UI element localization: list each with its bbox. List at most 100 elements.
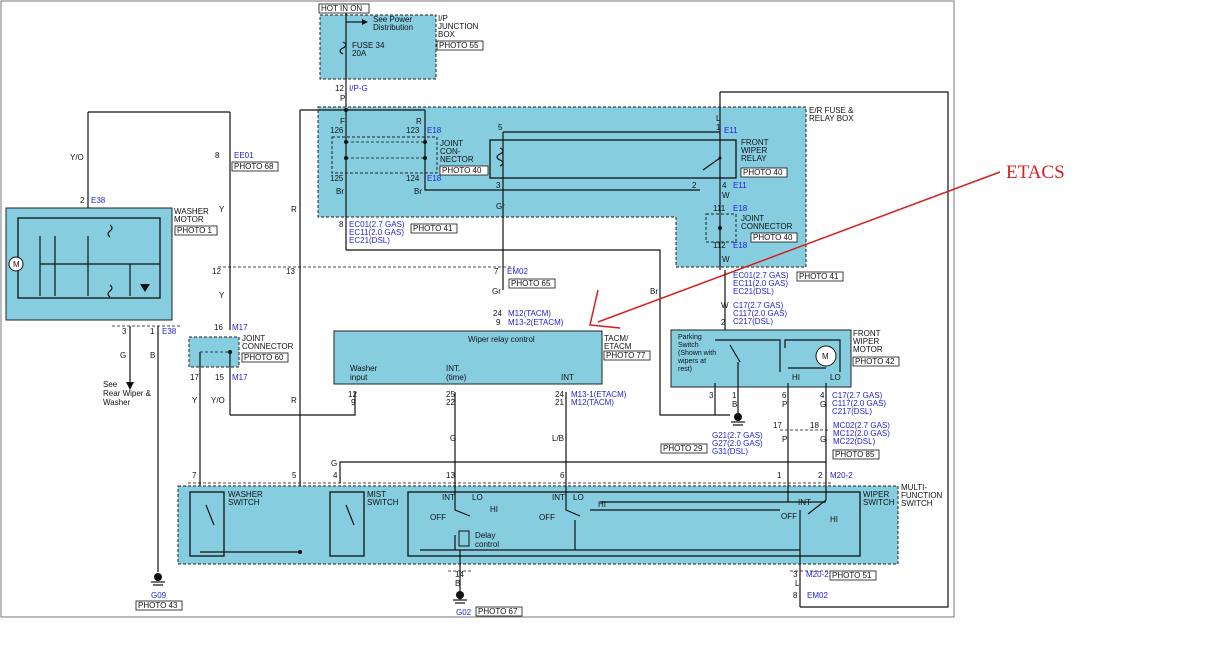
washer-input-2: input bbox=[350, 373, 368, 382]
m17-conn-b: M17 bbox=[232, 373, 248, 382]
wm-pin-1: 1 bbox=[150, 327, 155, 336]
relay-title-1: FRONT bbox=[741, 138, 769, 147]
em02-conn: EM02 bbox=[507, 267, 528, 276]
wire-r-1: R bbox=[291, 205, 297, 214]
tacm-label-1: TACM/ bbox=[604, 334, 629, 343]
rear-wiper-arrow bbox=[126, 382, 134, 390]
parking-3: (Shown with bbox=[678, 350, 716, 357]
ws-lo-2: LO bbox=[573, 493, 584, 502]
fwm-title-3: MOTOR bbox=[853, 345, 883, 354]
wire-l: L bbox=[716, 114, 721, 123]
m20-pin: 3 bbox=[793, 570, 798, 579]
wi-pin-9: 9 bbox=[351, 398, 356, 407]
mist-switch bbox=[329, 491, 365, 557]
ws-hi-3: HI bbox=[830, 515, 838, 524]
fwm-motor-symbol: M bbox=[822, 352, 829, 361]
int-conn-m13-1: M13-1(ETACM) bbox=[571, 390, 627, 399]
ms-pin-5: 5 bbox=[292, 471, 297, 480]
int-pin-21: 21 bbox=[555, 398, 564, 407]
hot-in-on-text: HOT IN ON bbox=[321, 4, 362, 13]
wm-title-1: WASHER bbox=[174, 207, 209, 216]
ms-pin-6: 6 bbox=[560, 471, 565, 480]
washer-switch bbox=[189, 491, 225, 557]
ms-title-2: FUNCTION bbox=[901, 491, 943, 500]
wire-b-wm: B bbox=[150, 351, 155, 360]
m17-photo: PHOTO 60 bbox=[244, 353, 284, 362]
ee01-pin: 8 bbox=[215, 151, 220, 160]
wire-f: F bbox=[340, 117, 345, 126]
fwm-c217: C217(DSL) bbox=[733, 317, 773, 326]
return-wire bbox=[720, 91, 949, 608]
g21-line-3: G31(DSL) bbox=[712, 447, 748, 456]
ms-title-1: MULTI- bbox=[901, 483, 927, 492]
tacm-label-2: ETACM bbox=[604, 342, 632, 351]
it-pin-25: 25 bbox=[446, 390, 455, 399]
mist-switch-1: MIST bbox=[367, 490, 386, 499]
wire-gr: Gr bbox=[496, 202, 505, 211]
relay-photo: PHOTO 40 bbox=[743, 168, 783, 177]
m17-conn-a: M17 bbox=[232, 323, 248, 332]
ws-lo-1: LO bbox=[472, 493, 483, 502]
fwm-pin-6: 6 bbox=[782, 391, 787, 400]
ground-g02-icon bbox=[453, 591, 467, 604]
ip-title-1: I/P bbox=[438, 14, 448, 23]
parking-2: Switch bbox=[678, 342, 699, 349]
g21-line-2: G27(2.0 GAS) bbox=[712, 439, 763, 448]
joint-title-2: CON- bbox=[440, 147, 461, 156]
ec-photo: PHOTO 41 bbox=[413, 224, 453, 233]
wm-motor-symbol: M bbox=[13, 260, 20, 269]
wiper-relay-control-module bbox=[333, 330, 603, 385]
int-input: INT bbox=[561, 373, 574, 382]
fwm2-c217: C217(DSL) bbox=[832, 407, 872, 416]
fwm-lo: LO bbox=[830, 373, 841, 382]
g02-photo: PHOTO 67 bbox=[478, 607, 518, 616]
wire-y-1: Y bbox=[219, 205, 225, 214]
washer-switch-2: SWITCH bbox=[228, 498, 260, 507]
conn-e11-a: E11 bbox=[724, 126, 738, 135]
wire-y-3: Y bbox=[192, 396, 198, 405]
wm-photo: PHOTO 1 bbox=[177, 226, 213, 235]
joint2-title-1: JOINT bbox=[741, 214, 764, 223]
pin-4: 4 bbox=[722, 181, 727, 190]
relay-control-title: Wiper relay control bbox=[468, 335, 535, 344]
fwm-c17: C17(2.7 GAS) bbox=[733, 301, 784, 310]
joint-title-1: JOINT bbox=[440, 139, 463, 148]
er-fuse-relay-box bbox=[317, 106, 807, 268]
ms-pin-4: 4 bbox=[333, 471, 338, 480]
g02-wire: B bbox=[455, 579, 460, 588]
ip-conn: I/P-G bbox=[349, 84, 368, 93]
it-pin-22: 22 bbox=[446, 398, 455, 407]
tacm-pin-24: 24 bbox=[493, 309, 502, 318]
wire-w-3: W bbox=[721, 301, 729, 310]
tacm-conn-m13-2: M13-2(ETACM) bbox=[508, 318, 564, 327]
ec-pin: 8 bbox=[339, 220, 344, 229]
wire-g-int: G bbox=[450, 434, 456, 443]
mist-switch-2: SWITCH bbox=[367, 498, 399, 507]
parking-5: rest) bbox=[678, 366, 692, 373]
mc-line-1: MC02(2.7 GAS) bbox=[833, 421, 890, 430]
etacs-label: ETACS bbox=[1006, 162, 1065, 183]
relay-title-3: RELAY bbox=[741, 154, 767, 163]
ip-junction-box bbox=[319, 14, 437, 80]
fwm-title-2: WIPER bbox=[853, 337, 879, 346]
relay-coil bbox=[496, 147, 504, 167]
em02-bottom-conn: EM02 bbox=[807, 591, 828, 600]
ec-line-3: EC21(DSL) bbox=[349, 236, 390, 245]
ws-int-1: INT bbox=[442, 493, 455, 502]
ground-g21-icon bbox=[731, 413, 745, 426]
g02-conn: G02 bbox=[456, 608, 472, 617]
wm-conn-e38-a: E38 bbox=[91, 196, 106, 205]
see-rear-2: Rear Wiper & bbox=[103, 389, 152, 398]
parking-1: Parking bbox=[678, 334, 702, 341]
m17-title-2: CONNECTOR bbox=[242, 342, 294, 351]
joint2-title-2: CONNECTOR bbox=[741, 222, 793, 231]
wire-yo: Y/O bbox=[70, 153, 84, 162]
wire-br-2: Br bbox=[414, 187, 422, 196]
mid-pin-13: 13 bbox=[286, 267, 295, 276]
conn-e11-b: E11 bbox=[733, 181, 747, 190]
fwm-c117: C117(2.0 GAS) bbox=[733, 309, 787, 318]
fwm-photo-41: PHOTO 41 bbox=[799, 272, 839, 281]
em02-photo: PHOTO 65 bbox=[511, 279, 551, 288]
ip-photo: PHOTO 55 bbox=[439, 41, 479, 50]
wire-r: R bbox=[416, 117, 422, 126]
